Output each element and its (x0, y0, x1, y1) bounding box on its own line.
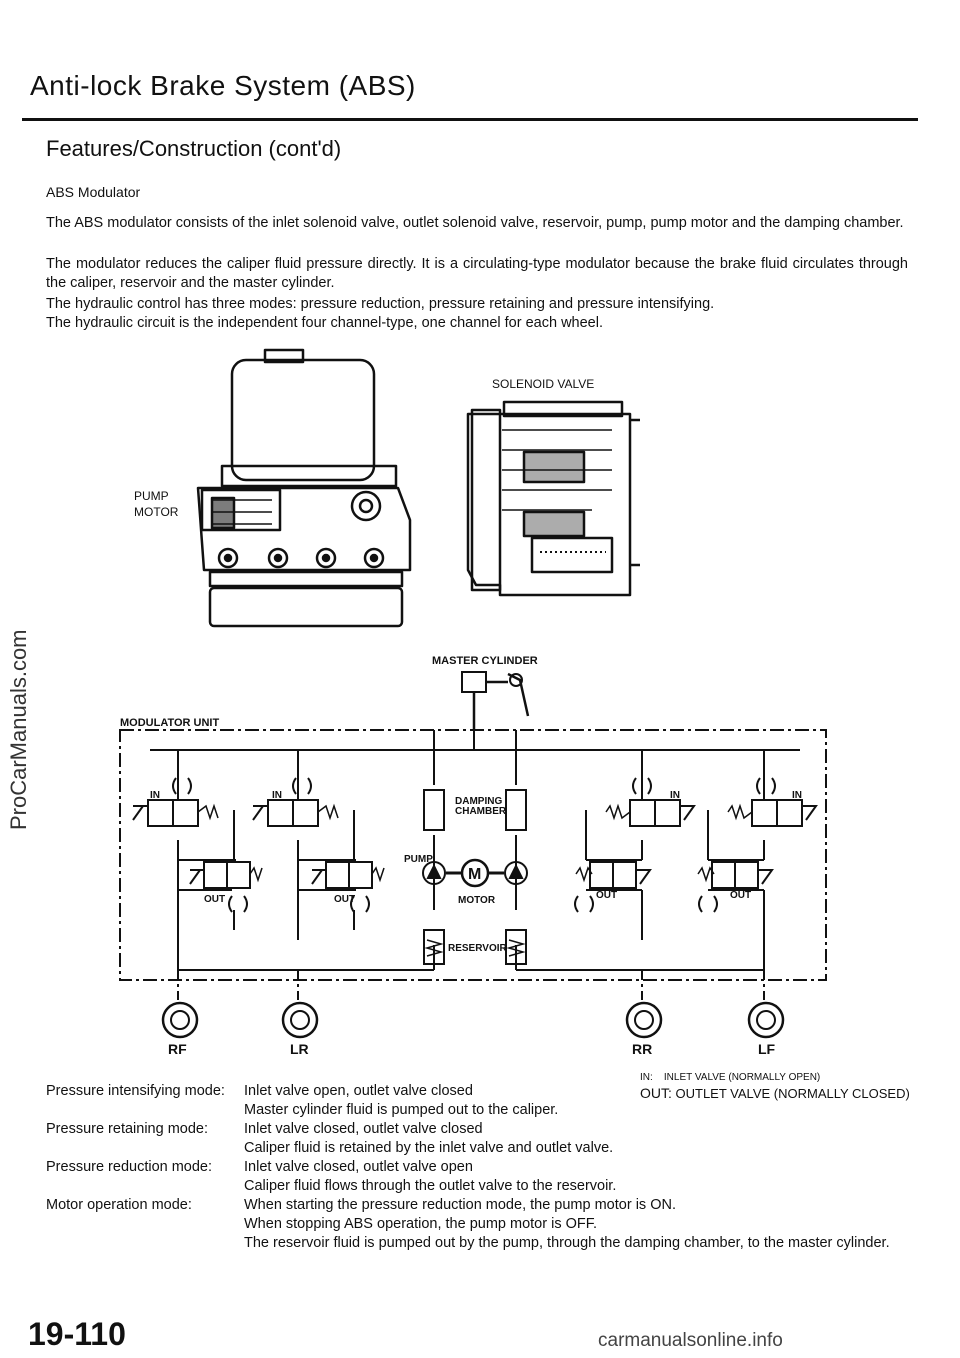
wheel-label-lr: LR (290, 1041, 309, 1057)
legend-outlet: OUT: OUTLET VALVE (NORMALLY CLOSED) (640, 1085, 910, 1101)
intro-paragraph: The hydraulic control has three modes: p… (46, 296, 715, 312)
bottom-watermark: carmanualsonline.info (598, 1330, 783, 1351)
intro-paragraph: The hydraulic circuit is the independent… (46, 315, 603, 331)
valve-in-label: IN (272, 790, 282, 801)
page-number: 19-110 (28, 1316, 126, 1352)
damping-chamber-label: CHAMBER (455, 806, 507, 817)
mode-line: When stopping ABS operation, the pump mo… (244, 1216, 598, 1232)
mode-row: Motor operation mode: When starting the … (46, 1196, 916, 1253)
mode-line: Inlet valve closed, outlet valve closed (244, 1121, 483, 1137)
legend-in-key: IN: (640, 1072, 653, 1083)
inlet-valve (605, 799, 696, 827)
intro-paragraph: The ABS modulator consists of the inlet … (46, 215, 904, 231)
mode-line: Inlet valve closed, outlet valve open (244, 1159, 473, 1175)
reservoir-label: RESERVOIR (448, 943, 507, 954)
mode-line: Caliper fluid flows through the outlet v… (244, 1178, 617, 1194)
wheel-label-rf: RF (168, 1041, 187, 1057)
pump-label: PUMP (404, 854, 433, 865)
inlet-valve (132, 799, 219, 827)
valve-in-label: IN (150, 790, 160, 801)
legend-out-text: OUTLET VALVE (NORMALLY CLOSED) (675, 1086, 910, 1101)
mode-line: Inlet valve open, outlet valve closed (244, 1083, 473, 1099)
intro-paragraph: The modulator reduces the caliper fluid … (46, 256, 908, 291)
valve-in-label: IN (792, 790, 802, 801)
valve-in-label: IN (670, 790, 680, 801)
wheel-label-lf: LF (758, 1041, 776, 1057)
modulator-unit-label: MODULATOR UNIT (120, 717, 219, 729)
wheel-caliper-lr (281, 1001, 319, 1039)
outlet-valve (575, 861, 652, 889)
mode-line: The reservoir fluid is pumped out by the… (244, 1235, 890, 1251)
inlet-valve (727, 799, 818, 827)
mode-row: Pressure reduction mode: Inlet valve clo… (46, 1158, 916, 1196)
valve-out-label: OUT (730, 890, 751, 901)
wheel-label-rr: RR (632, 1041, 652, 1057)
mode-term: Pressure intensifying mode: (46, 1083, 225, 1099)
mode-line: Master cylinder fluid is pumped out to t… (244, 1102, 559, 1118)
valve-out-label: OUT (204, 894, 225, 905)
pump-label: PUMP (134, 489, 169, 503)
legend-out-key: OUT: (640, 1085, 672, 1101)
wheel-caliper-rf (161, 1001, 199, 1039)
mode-line: Caliper fluid is retained by the inlet v… (244, 1140, 614, 1156)
title-divider (22, 118, 918, 121)
valve-legend: IN: INLET VALVE (NORMALLY OPEN) OUT: OUT… (640, 1072, 910, 1101)
mode-descriptions: Pressure intensifying mode: Inlet valve … (46, 1082, 916, 1253)
sub-heading: ABS Modulator (46, 184, 141, 200)
master-cylinder-label: MASTER CYLINDER (432, 655, 538, 667)
legend-inlet: IN: INLET VALVE (NORMALLY OPEN) (640, 1072, 910, 1083)
wheel-caliper-rr (625, 1001, 663, 1039)
valve-out-label: OUT (596, 890, 617, 901)
section-heading: Features/Construction (cont'd) (46, 136, 342, 161)
mode-term: Pressure reduction mode: (46, 1159, 213, 1175)
legend-in-text: INLET VALVE (NORMALLY OPEN) (663, 1072, 821, 1083)
mode-row: Pressure retaining mode: Inlet valve clo… (46, 1120, 916, 1158)
mode-term: Pressure retaining mode: (46, 1121, 208, 1137)
outlet-valve (697, 861, 774, 889)
outlet-valve (189, 861, 263, 889)
inlet-valve (252, 799, 339, 827)
page-title: Anti-lock Brake System (ABS) (30, 70, 416, 101)
hydraulic-schematic: MASTER CYLINDER MODULATOR UNIT DAMPING C… (119, 655, 827, 1057)
valve-out-label: OUT (334, 894, 355, 905)
modulator-illustration (196, 348, 640, 628)
motor-label: MOTOR (134, 505, 179, 519)
mode-term: Motor operation mode: (46, 1197, 192, 1213)
mode-line: When starting the pressure reduction mod… (244, 1197, 676, 1213)
motor-label: MOTOR (458, 895, 496, 906)
solenoid-valve-label: SOLENOID VALVE (492, 377, 595, 391)
mode-row: Pressure intensifying mode: Inlet valve … (46, 1082, 916, 1120)
motor-symbol: M (468, 866, 481, 883)
outlet-valve (311, 861, 385, 889)
damping-chamber-label: DAMPING (455, 796, 502, 807)
side-watermark: ProCarManuals.com (6, 629, 31, 830)
wheel-caliper-lf (747, 1001, 785, 1039)
